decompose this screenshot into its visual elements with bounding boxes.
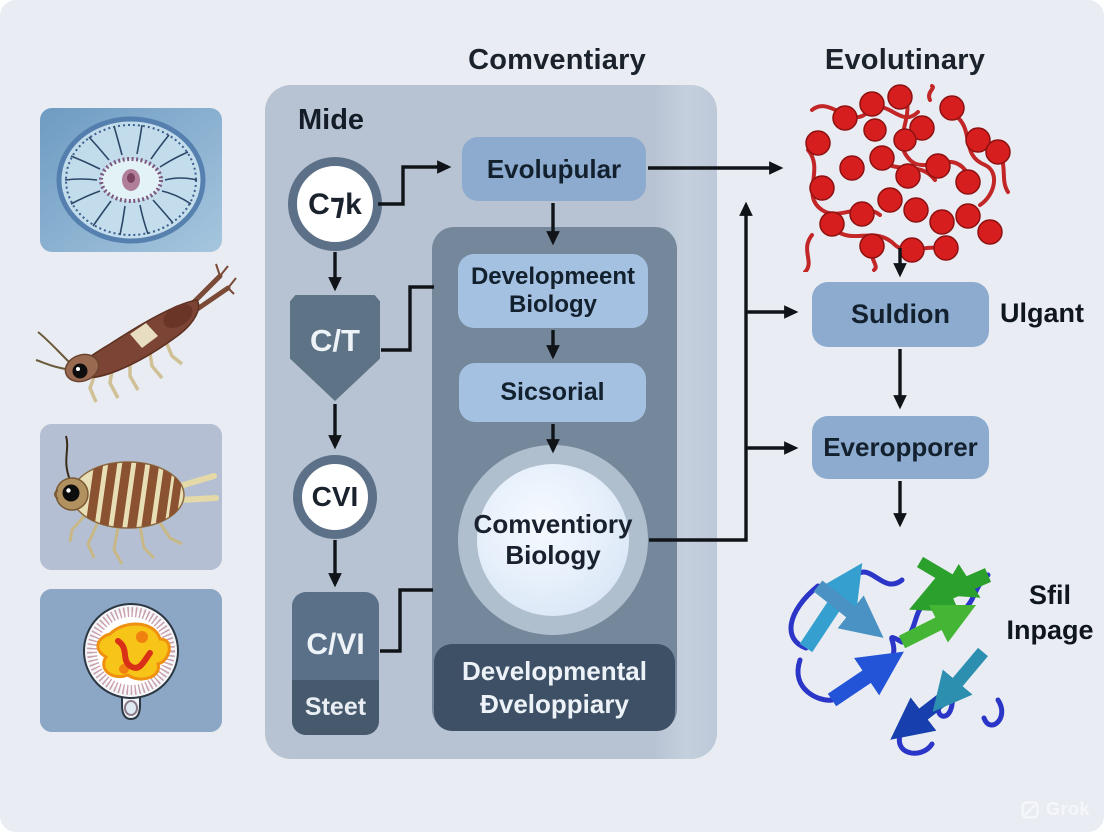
mide-label: Mide xyxy=(298,104,365,136)
striped-insect-illustration xyxy=(40,424,222,570)
ulgant-label: Ulgant xyxy=(1000,298,1084,328)
node-sicsorial-label: Sicsorial xyxy=(500,378,605,406)
node-c1k-label: C⁊k xyxy=(308,187,362,221)
column-title-evolutinary: Evolutinary xyxy=(824,44,986,76)
red-bead-polymer-structure xyxy=(795,80,1015,277)
node-development-biology-line1: Developmeent xyxy=(470,263,636,291)
node-developmental-line1: Developmental xyxy=(462,656,647,686)
node-everopporer: Everopporer xyxy=(812,416,989,479)
embryo-flask-illustration xyxy=(40,589,222,732)
node-cvi2-box: C/VI Steet xyxy=(292,592,379,735)
node-sicsorial: Sicsorial xyxy=(459,363,646,422)
sfil-line2: Inpage xyxy=(1006,615,1094,646)
watermark-label: Grok xyxy=(1045,799,1090,819)
node-ct-label: C/T xyxy=(310,323,360,358)
node-suldion-label: Suldion xyxy=(851,299,950,329)
node-comventiory-biology-inner: Comventiory Biology xyxy=(474,464,632,616)
node-cvi2-label: C/VI xyxy=(306,628,365,661)
sfil-inpage-label: Sfil Inpage xyxy=(1005,578,1095,648)
node-evolupular: Evoluṗular xyxy=(462,137,646,201)
node-c1k: C⁊k xyxy=(288,157,382,251)
node-everopporer-label: Everopporer xyxy=(823,432,978,462)
node-developmental-line2: Ðveloppiary xyxy=(480,688,629,719)
node-comventiory-line1: Comventiory xyxy=(473,508,633,539)
node-development-biology: Developmeent Biology xyxy=(458,254,648,328)
column-title-comventiary: Comventiary xyxy=(468,44,646,76)
node-development-biology-line2: Biology xyxy=(509,291,597,318)
node-evolupular-label: Evoluṗular xyxy=(486,153,622,184)
watermark: Grok xyxy=(1021,799,1090,820)
protein-ribbon-structure xyxy=(775,528,1015,777)
node-suldion: Suldion xyxy=(812,282,989,347)
grok-logo-icon xyxy=(1021,801,1039,818)
sfil-line1: Sfil xyxy=(1028,580,1071,610)
node-cvi-label: CVI xyxy=(311,481,359,512)
node-steet: Steet xyxy=(292,680,379,735)
medusa-illustration xyxy=(40,108,222,252)
node-comventiory-line2: Biology xyxy=(505,540,601,570)
node-developmental-dveloppiary: Developmental Ðveloppiary xyxy=(434,644,675,731)
node-comventiory-biology: Comventiory Biology xyxy=(458,445,648,635)
shrimp-larva-illustration xyxy=(30,248,245,416)
node-cvi: CVI xyxy=(293,455,377,539)
